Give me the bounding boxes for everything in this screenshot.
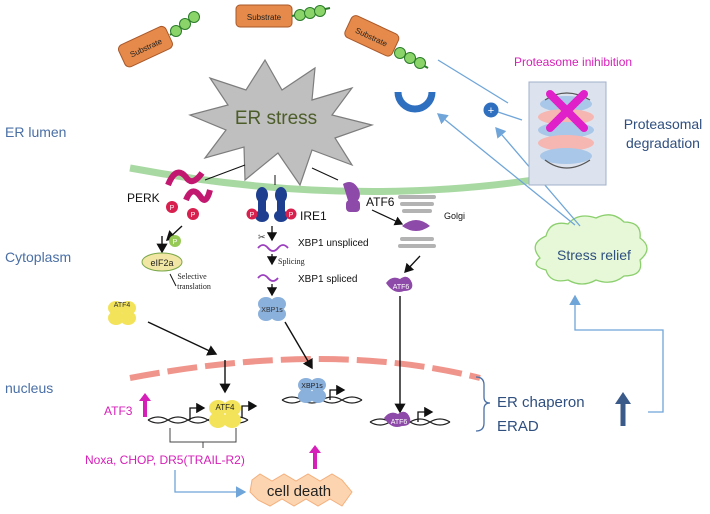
xbp1-unspliced-label: XBP1 unspliced [298,238,369,249]
substrate-3: Substrate [344,15,400,57]
selective-translation-line2: translation [177,282,211,291]
stress-to-perk [204,164,246,181]
er-stress-burst [188,58,375,187]
perk-phospho-2 [187,208,199,220]
xbp1s-nucleus-label: XBP1s [301,383,323,390]
xbp1s-to-nucleus-arrow [284,321,313,370]
atf6-to-golgi-arrow [371,209,404,226]
er-lumen-label: ER lumen [5,124,66,140]
chaperon-up-arrow-head [615,392,631,404]
atf4-nucleus [209,400,241,428]
perk-receptor: P P [165,169,213,220]
atf3-promoter-arrow [189,402,206,420]
targets-to-death-arrow [174,470,247,498]
atf4-cyto-label: ATF4 [114,302,131,309]
svg-text:Substrate: Substrate [247,13,282,22]
erad-label: ERAD [497,418,539,435]
atf3-up-arrow-head [139,393,151,401]
stress-relief-label: Stress relief [557,247,631,263]
cytoplasm-label: Cytoplasm [5,249,71,265]
chaperon-to-relief-arrow [569,294,664,413]
xbp1-spliced-mrna [257,274,279,282]
ubiquitin-chain-1 [169,11,200,37]
svg-text:P: P [250,212,255,219]
svg-text:P: P [173,239,178,246]
golgi-to-atf6-arrow [404,255,421,273]
er-chaperon-brace [475,376,491,432]
perk-phospho-1 [166,201,178,213]
perk-down-arrow [165,225,183,241]
svg-text:+: + [488,105,494,117]
targets-bracket [169,428,237,448]
atf6-nucleus [384,411,411,427]
atf4-cytoplasm [108,301,136,325]
eif2a-to-translation [169,273,177,287]
xbp1-spliced-label: XBP1 spliced [298,274,357,285]
targets-label: Noxa, CHOP, DR5(TRAIL-R2) [85,453,245,467]
ire1-label: IRE1 [300,209,327,223]
relief-to-ubiquitin-arrow [436,113,576,226]
substrate-2: Substrate [235,4,293,28]
stress-to-atf6 [311,167,339,181]
atf6-cleaved [386,276,413,292]
svg-text:P: P [170,205,175,212]
atf4-to-nucleus-arrow [147,321,218,356]
atf4-promoter-arrow [241,400,258,418]
proteasome-complex [528,81,607,186]
atf6-promoter-arrow [417,406,434,422]
xbp1s-nucleus [298,378,326,403]
targets-up-arrow-head [309,445,321,453]
substrate-to-proteasome-line [437,59,509,104]
xbp1s-cytoplasm [258,297,286,321]
atf6-receptor [343,182,360,212]
xbp1s-promoter-arrow [329,384,346,400]
splicing-label: Splicing [278,257,305,266]
atf6-cyto-label: ATF6 [393,284,410,291]
er-chaperon-label: ER chaperon [497,394,585,411]
eif2a-phospho [169,235,181,247]
atf6-label: ATF6 [366,195,395,209]
golgi-label: Golgi [444,211,465,221]
plus-icon [483,102,499,118]
proteasomal-label: Proteasomal [624,116,703,132]
nucleus-label: nucleus [5,380,53,396]
ire1-receptor: P P [246,187,297,222]
substrate-1: Substrate [117,25,173,68]
perk-label: PERK [127,191,160,205]
ubiquitin-chain-2 [291,5,331,21]
degradation-label: degradation [626,135,700,151]
cell-death-label: cell death [267,483,331,500]
svg-text:P: P [289,212,294,219]
svg-text:P: P [191,212,196,219]
atf6-nucleus-label: ATF6 [391,419,408,426]
xbp1s-cyto-label: XBP1s [261,307,283,314]
scissors-icon: ✂ [258,232,266,242]
xbp1-unspliced-mrna [257,244,289,252]
plus-to-proteasome-line [497,111,523,121]
eif2a-oval [141,252,183,272]
proteasome-inhibition-label: Proteasome inihibition [514,55,632,69]
eif2a-label: eIF2a [150,258,173,268]
atf3-label: ATF3 [104,404,133,418]
atf4-nucleus-label: ATF4 [216,403,236,412]
proteasome-inhibition-x-icon [546,90,588,132]
ubiquitin-receptor [394,91,436,113]
selective-translation-line1: Selective [177,272,207,281]
er-stress-label: ER stress [235,108,317,129]
nuclear-membrane [129,356,481,381]
golgi-apparatus [398,195,436,248]
stress-relief-cloud [534,214,648,285]
ubiquitin-chain-3 [394,47,429,69]
cell-death-burst [249,473,353,507]
